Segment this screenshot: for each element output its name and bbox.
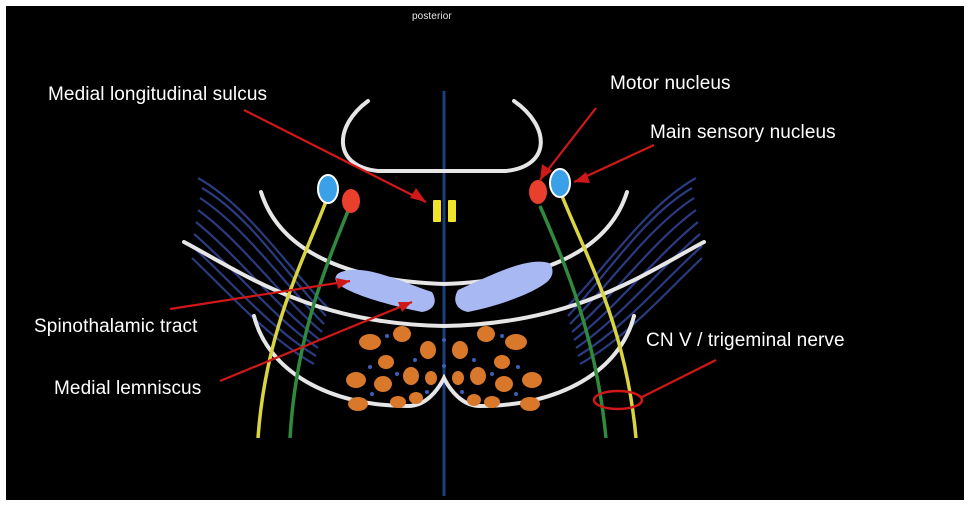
arrowheads	[336, 164, 590, 312]
mlf-left	[433, 200, 441, 222]
main-sensory-nucleus-left	[317, 174, 339, 204]
label-main-sensory-nucleus: Main sensory nucleus	[650, 122, 836, 143]
tegmentum-boundary	[182, 240, 706, 329]
transverse-fibers-right	[565, 177, 703, 365]
spinothalamic-tract-right	[455, 261, 553, 312]
fourth-ventricle-outline	[341, 99, 543, 173]
main-sensory-nucleus-right	[549, 168, 571, 198]
label-cn-v: CN V / trigeminal nerve	[646, 330, 845, 351]
pons-outline	[182, 99, 706, 409]
pons-cross-section-diagram	[169, 91, 717, 496]
label-spinothalamic-tract: Spinothalamic tract	[34, 316, 198, 337]
label-medial-lemniscus: Medial lemniscus	[54, 378, 202, 399]
label-motor-nucleus: Motor nucleus	[610, 73, 731, 94]
basilar-dots	[368, 334, 520, 396]
cn-v-marker	[592, 389, 644, 411]
motor-nucleus-left	[342, 189, 360, 213]
motor-root-left	[288, 205, 352, 439]
sensory-root-right	[560, 195, 638, 439]
pontine-nuclei	[346, 326, 542, 411]
diagram-frame: posterior Medial longitudinal sulcus Mot…	[6, 6, 964, 500]
mlf-right	[448, 200, 456, 222]
sensory-root-left	[256, 195, 330, 439]
ventricle-floor-outline	[259, 190, 629, 287]
basilar-pons-outline	[252, 314, 636, 409]
motor-nucleus-right	[529, 180, 547, 204]
orientation-label: posterior	[412, 11, 452, 22]
spinothalamic-tract-left	[335, 269, 435, 312]
motor-root-right	[538, 205, 608, 439]
label-medial-longitudinal-sulcus: Medial longitudinal sulcus	[48, 84, 268, 105]
